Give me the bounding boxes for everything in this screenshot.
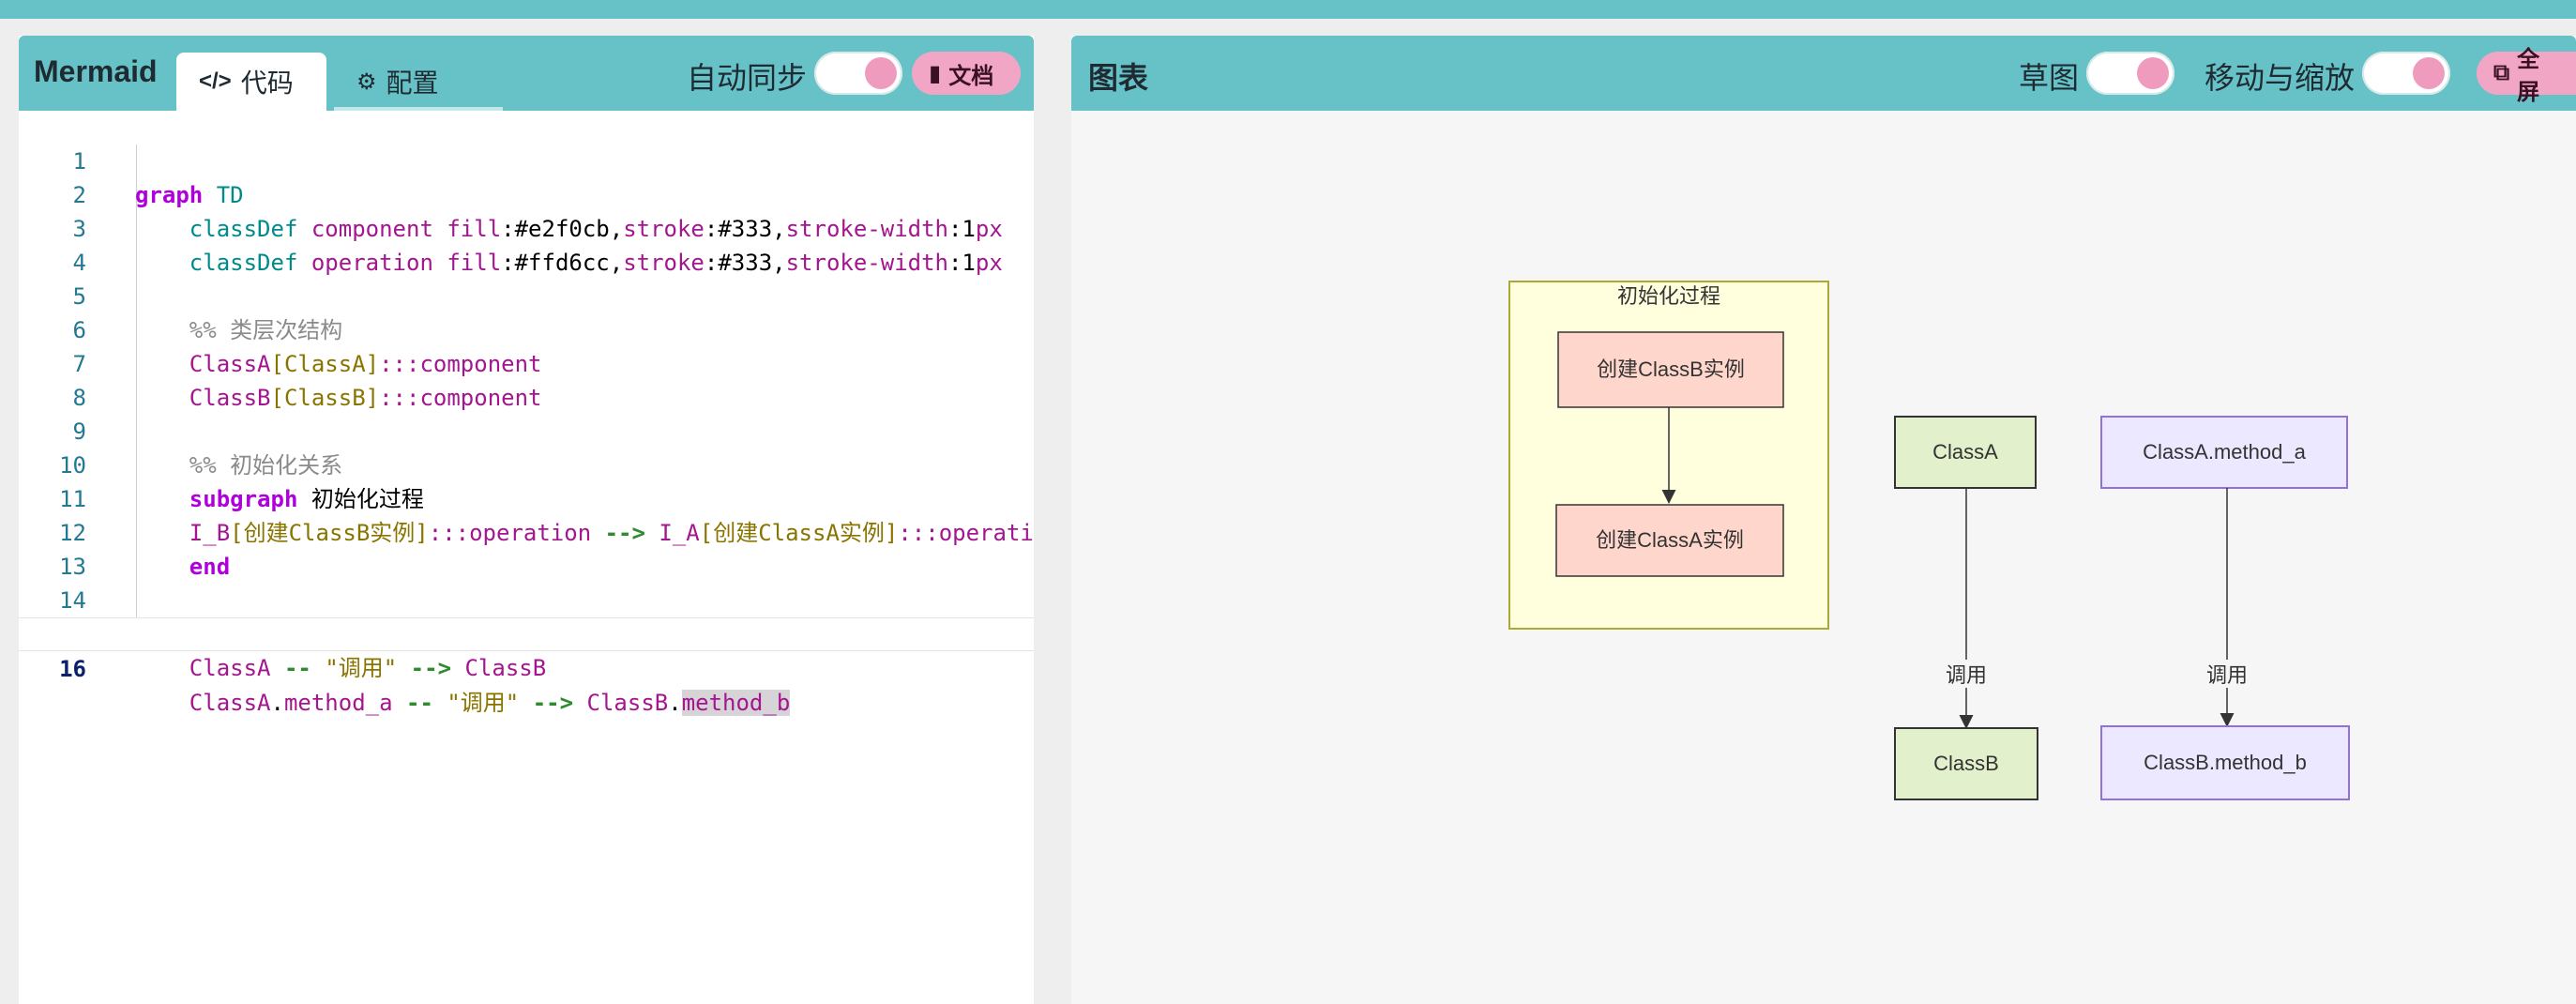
line-number: 16 [59, 656, 86, 682]
code-text: graph TD [135, 182, 244, 208]
line-number: 9 [72, 418, 86, 445]
code-line-15[interactable]: 15 ClassA -- "调用" --> ClassB [19, 584, 1034, 681]
code-text: ClassB[ClassB]:::component [189, 385, 542, 411]
tab-code[interactable]: </> 代码 [176, 53, 326, 111]
line-number: 4 [72, 250, 86, 276]
code-line-9[interactable]: 9 %% 初始化关系 [19, 381, 1034, 479]
edge-label-bg [2203, 660, 2251, 688]
line-number: 6 [72, 317, 86, 343]
code-text: ClassA -- "调用" --> ClassB [189, 655, 547, 681]
code-text: ClassA[ClassA]:::component [189, 351, 542, 377]
sketch-label: 草图 [2019, 61, 2080, 95]
code-line-10[interactable]: 10 subgraph 初始化过程 [19, 415, 1034, 512]
indent-guide [136, 145, 137, 651]
auto-sync-label: 自动同步 [687, 61, 808, 95]
auto-sync-toggle[interactable] [814, 52, 902, 95]
line-number: 12 [59, 520, 86, 546]
line-number: 3 [72, 216, 86, 242]
code-line-5[interactable]: 5 %% 类层次结构 [19, 246, 1034, 343]
code-line-2[interactable]: 2 classDef component fill:#e2f0cb,stroke… [19, 145, 1034, 242]
code-line-1[interactable]: 1 graph TD [19, 111, 1034, 208]
code-line-6[interactable]: 6 ClassA[ClassA]:::component [19, 280, 1034, 377]
gears-icon: ⚙ [356, 68, 377, 95]
mermaid-diagram-svg: 初始化过程 创建ClassB实例 创建ClassA实例 ClassA [1508, 281, 2350, 800]
code-text: %% 初始化关系 [189, 452, 343, 479]
tab-config[interactable]: ⚙ 配置 [334, 53, 503, 111]
line-number: 7 [72, 351, 86, 377]
line-number: 11 [59, 486, 86, 512]
line-number: 8 [72, 385, 86, 411]
diagram-panel: 图表 草图 移动与缩放 ⧉ 全屏 初始化过程 [1071, 36, 2576, 1004]
tab-config-label: 配置 [386, 68, 439, 98]
code-line-4[interactable]: 4 [19, 212, 1034, 276]
node-label: ClassA.method_a [2143, 440, 2306, 464]
pan-zoom-label: 移动与缩放 [2205, 61, 2356, 95]
node-classa-method-a[interactable]: ClassA.method_a [2100, 416, 2348, 489]
docs-button-label: 文档 [948, 63, 994, 89]
diagram-header: 图表 草图 移动与缩放 ⧉ 全屏 [1071, 36, 2576, 111]
code-text: %% 类层次结构 [189, 317, 343, 343]
code-text: classDef operation fill:#ffd6cc,stroke:#… [189, 250, 1003, 276]
edge-label: 调用 [2206, 663, 2248, 687]
node-classb[interactable]: ClassB [1894, 727, 2038, 800]
code-line-3[interactable]: 3 classDef operation fill:#ffd6cc,stroke… [19, 178, 1034, 276]
docs-button[interactable]: ▮ 文档 [912, 52, 1021, 95]
line-number: 14 [59, 587, 86, 614]
toggle-knob [2137, 57, 2169, 89]
app-top-bar [0, 0, 2576, 19]
code-line-14[interactable]: 14 %% 方法调用关系 [19, 550, 1034, 647]
code-editor[interactable]: 1 graph TD 2 classDef component fill:#e2… [19, 111, 1034, 1004]
diagram-canvas[interactable]: 初始化过程 创建ClassB实例 创建ClassA实例 ClassA [1071, 111, 2576, 1004]
node-label: 创建ClassA实例 [1596, 528, 1744, 552]
line-number: 2 [72, 182, 86, 208]
toggle-knob [865, 57, 897, 89]
fullscreen-button[interactable]: ⧉ 全屏 [2477, 47, 2576, 105]
editor-header: Mermaid </> 代码 ⚙ 配置 自动同步 ▮ 文档 [19, 36, 1034, 111]
node-classb-method-b[interactable]: ClassB.method_b [2100, 725, 2350, 800]
line-number: 10 [59, 452, 86, 479]
edge-label-bg [1942, 660, 1991, 688]
line-number: 5 [72, 283, 86, 310]
code-line-16[interactable]: 16 ClassA.method_a -- "调用" --> ClassB.me… [19, 617, 1034, 716]
code-text: classDef component fill:#e2f0cb,stroke:#… [189, 216, 1003, 242]
code-text: subgraph 初始化过程 [189, 486, 424, 512]
node-label: ClassB.method_b [2144, 751, 2307, 774]
toggle-knob [2413, 57, 2445, 89]
node-create-classb-instance[interactable]: 创建ClassB实例 [1557, 331, 1784, 408]
code-text: end [189, 554, 231, 580]
panel-resize-handle[interactable] [1034, 36, 1071, 1004]
editor-panel: Mermaid </> 代码 ⚙ 配置 自动同步 ▮ 文档 1 graph TD… [19, 36, 1034, 1004]
subgraph-title: 初始化过程 [1617, 284, 1720, 308]
fullscreen-label: 全屏 [2517, 47, 2540, 105]
node-label: 创建ClassB实例 [1597, 357, 1745, 381]
edge-label: 调用 [1946, 663, 1987, 687]
code-icon: </> [199, 68, 232, 94]
node-label: ClassA [1932, 440, 1998, 464]
tab-code-label: 代码 [240, 68, 294, 98]
code-line-7[interactable]: 7 ClassB[ClassB]:::component [19, 313, 1034, 411]
diagram-title: 图表 [1088, 61, 1149, 95]
code-line-11[interactable]: 11 I_B[创建ClassB实例]:::operation --> I_A[创… [19, 449, 1034, 546]
line-number: 13 [59, 554, 86, 580]
pan-zoom-toggle[interactable] [2362, 52, 2450, 95]
node-label: ClassB [1933, 752, 1999, 775]
sketch-toggle[interactable] [2086, 52, 2174, 95]
code-text: ClassA.method_a -- "调用" --> ClassB.metho… [189, 690, 791, 716]
code-text: I_B[创建ClassB实例]:::operation --> I_A[创建Cl… [189, 520, 1034, 546]
code-line-12[interactable]: 12 end [19, 482, 1034, 580]
code-line-8[interactable]: 8 [19, 347, 1034, 411]
external-link-icon: ⧉ [2493, 60, 2510, 85]
node-classa[interactable]: ClassA [1894, 416, 2037, 489]
code-line-13[interactable]: 13 [19, 516, 1034, 580]
book-icon: ▮ [929, 60, 942, 86]
brand-title: Mermaid [34, 54, 158, 88]
node-create-classa-instance[interactable]: 创建ClassA实例 [1555, 504, 1784, 577]
line-number: 1 [72, 148, 86, 175]
